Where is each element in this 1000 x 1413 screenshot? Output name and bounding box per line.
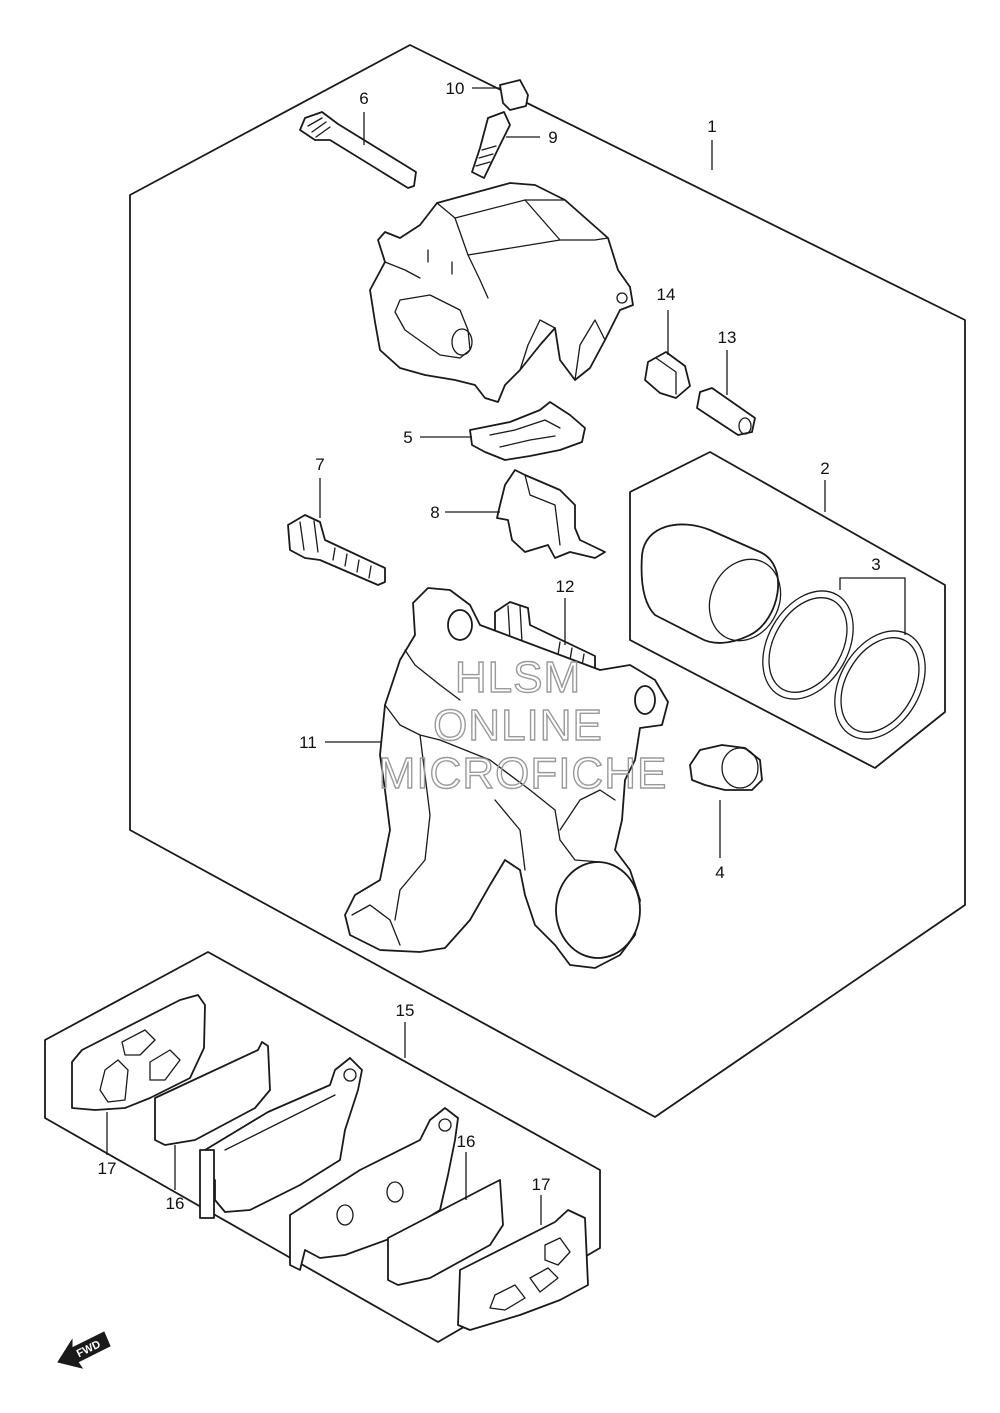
callout-1: 1 [707, 117, 716, 136]
piston-part-2 [640, 523, 782, 644]
leader-lines [106, 87, 826, 1225]
callout-15: 15 [396, 1001, 415, 1020]
callout-6: 6 [359, 89, 368, 108]
callout-9: 9 [548, 128, 557, 147]
bleeder-cap-part-10 [499, 79, 529, 111]
bolt-part-7 [287, 514, 386, 586]
watermark-line-3: MICROFICHE [379, 749, 668, 798]
bleeder-valve-part-9 [471, 111, 511, 179]
callout-labels: 1 2 3 4 5 6 7 8 9 10 11 12 13 14 15 16 1… [98, 79, 881, 1213]
callout-2: 2 [820, 459, 829, 478]
brake-pad-left [199, 1057, 363, 1219]
watermark: HLSM ONLINE MICROFICHE [378, 652, 668, 798]
callout-5: 5 [403, 428, 412, 447]
seals-part-3 [762, 577, 926, 740]
pin-part-6 [299, 111, 417, 189]
callout-17-left: 17 [98, 1159, 117, 1178]
callout-12: 12 [556, 577, 575, 596]
callout-16-left: 16 [166, 1194, 185, 1213]
caliper-assembly-outline [129, 44, 966, 1118]
callout-14: 14 [657, 285, 676, 304]
callout-13: 13 [718, 328, 737, 347]
bracket-part-11 [344, 587, 669, 969]
pad-spring-part-5 [469, 401, 586, 461]
callout-16-right: 16 [457, 1132, 476, 1151]
watermark-line-2: ONLINE [433, 701, 603, 750]
callout-3: 3 [871, 555, 880, 574]
shim-part-16-right [387, 1179, 504, 1286]
sleeve-part-13 [696, 387, 756, 436]
shim-part-17-left [71, 994, 206, 1111]
callout-7: 7 [315, 455, 324, 474]
boot-part-14 [644, 351, 691, 399]
caliper-body [369, 182, 634, 403]
callout-17-right: 17 [532, 1175, 551, 1194]
brake-pad-right [289, 1107, 459, 1271]
pad-retainer-part-8 [496, 469, 606, 559]
callout-10: 10 [446, 79, 465, 98]
piston-kit-outline [629, 451, 946, 769]
fwd-arrow-icon: FWD [57, 1331, 111, 1369]
watermark-line-1: HLSM [455, 653, 581, 702]
shim-part-17-right [457, 1209, 589, 1331]
callout-4: 4 [715, 863, 724, 882]
shim-part-16-left [154, 1041, 271, 1146]
brake-pad-set-outline [44, 951, 601, 1343]
boot-part-4 [689, 744, 763, 791]
callout-8: 8 [430, 503, 439, 522]
callout-11: 11 [299, 733, 317, 752]
